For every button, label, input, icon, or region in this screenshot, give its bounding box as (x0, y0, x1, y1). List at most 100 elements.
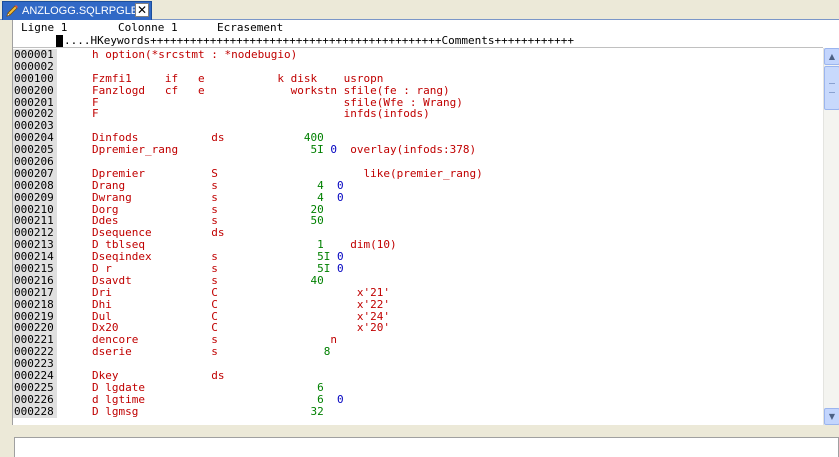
code-token: dserie s (92, 345, 324, 359)
scroll-up-button[interactable]: ▲ (824, 48, 839, 65)
source-line[interactable]: 000218 Dhi C x'22' (13, 297, 823, 311)
line-number: 000224 (13, 370, 57, 382)
source-line[interactable]: 000224 Dkey ds (13, 370, 823, 382)
source-line[interactable]: 000202 F infds(infods) (13, 107, 823, 121)
editor-status-bar: Ligne 1 Colonne 1 Ecrasement (13, 20, 839, 34)
line-code: Dorg s 20 (92, 203, 324, 216)
source-line[interactable]: 000208 Drang s 4 0 (13, 178, 823, 192)
code-token: 0 (323, 143, 338, 157)
code-token: overlay(infods:378) (337, 143, 477, 157)
scroll-thumb[interactable] (824, 66, 839, 110)
line-number: 000200 (13, 84, 57, 97)
close-icon[interactable]: ✕ (135, 3, 149, 17)
source-line[interactable]: 000225 D lgdate 6 (13, 380, 823, 394)
code-token: Dri C x'21' (92, 285, 391, 299)
editor-tab[interactable]: ANZLOGG.SQLRPGLE ✕ (2, 1, 152, 20)
line-number: 000207 (13, 168, 57, 180)
source-line[interactable]: 000216 Dsavdt s 40 (13, 274, 823, 287)
line-code: Dsequence ds (92, 227, 224, 239)
line-code: Fanzlogd cf e workstn sfile(fe : rang) (92, 84, 450, 97)
line-code: Dhi C x'22' (92, 297, 391, 311)
source-line[interactable]: 000213 D tblseq 1 dim(10) (13, 239, 823, 252)
code-token: 0 (323, 190, 344, 204)
code-token: F sfile(Wfe : Wrang) (92, 95, 463, 109)
line-number: 000202 (13, 108, 57, 121)
line-code: Ddes s 50 (92, 215, 324, 227)
line-number: 000208 (13, 179, 57, 192)
line-number: 000213 (13, 239, 57, 252)
ruler-cursor (56, 35, 63, 47)
code-token: Dhi C x'22' (92, 297, 391, 311)
line-number: 000218 (13, 298, 57, 311)
line-code: D lgmsg 32 (92, 404, 324, 418)
format-ruler: ....HKeywords+++++++++++++++++++++++++++… (13, 34, 823, 48)
code-token: F infds(infods) (92, 107, 430, 121)
line-code: D tblseq 1 dim(10) (92, 239, 397, 251)
line-code: dencore s n (92, 334, 337, 346)
line-number: 000217 (13, 286, 57, 299)
code-token: D lgdate (92, 380, 318, 394)
line-code: Dkey ds (92, 370, 224, 382)
code-token: 6 (317, 380, 324, 394)
code-token: Dseqindex s (92, 250, 318, 264)
line-number: 000201 (13, 96, 57, 109)
code-token: 400 (303, 131, 324, 145)
line-code: Dpremier S like(premier_rang) (92, 166, 483, 180)
code-token: 8 (323, 345, 331, 359)
line-number: 000001 (13, 49, 57, 61)
source-line[interactable]: 000206 (13, 156, 823, 168)
source-editor[interactable]: Ligne 1 Colonne 1 Ecrasement ....HKeywor… (12, 20, 839, 425)
line-number: 000225 (13, 382, 57, 394)
line-number: 000226 (13, 393, 57, 406)
ruler-text: ....HKeywords+++++++++++++++++++++++++++… (64, 34, 574, 47)
line-code: D r s 5I 0 (92, 263, 344, 275)
source-line[interactable]: 000200 Fanzlogd cf e workstn sfile(fe : r… (13, 84, 823, 97)
source-line[interactable]: 000201 F sfile(Wfe : Wrang) (13, 95, 823, 109)
line-code: Dul C x'24' (92, 310, 390, 323)
source-line[interactable]: 000217 Dri C x'21' (13, 285, 823, 299)
source-line[interactable]: 000207 Dpremier S like(premier_rang) (13, 166, 823, 180)
code-token: 1 (317, 238, 324, 252)
cursor-line-indicator: Ligne 1 (21, 21, 68, 34)
editor-tab-title: ANZLOGG.SQLRPGLE (22, 5, 139, 17)
source-line[interactable]: 000228 D lgmsg 32 (13, 404, 823, 418)
command-input-area[interactable] (14, 437, 839, 457)
source-line[interactable]: 000226 d lgtime 6 0 (13, 392, 823, 406)
source-line[interactable]: 000223 (13, 358, 823, 371)
line-code: Dsavdt s 40 (92, 274, 324, 287)
code-token: D lgmsg (92, 404, 311, 418)
source-line[interactable]: 000002 (13, 60, 823, 73)
code-token: Drang s (92, 178, 318, 192)
line-number: 000214 (13, 251, 57, 264)
code-token: 0 (323, 392, 344, 406)
code-token: 4 (317, 190, 324, 204)
source-line[interactable]: 000221 dencore s n (13, 334, 823, 347)
code-token: dim(10) (323, 238, 397, 252)
code-token: 32 (310, 404, 324, 418)
code-token: Dpremier S like(premier_rang) (92, 166, 483, 180)
line-number: 000228 (13, 405, 57, 418)
line-number: 000221 (13, 334, 57, 347)
line-number: 000209 (13, 191, 57, 204)
line-code: Drang s 4 0 (92, 178, 344, 192)
line-number: 000216 (13, 275, 57, 287)
code-token: Fzmfi1 if e k disk usropn (92, 71, 384, 85)
vertical-scrollbar[interactable]: ▲ ▼ (823, 48, 839, 425)
scroll-down-button[interactable]: ▼ (824, 408, 839, 425)
source-line[interactable]: 000203 (13, 120, 823, 133)
line-code: d lgtime 6 0 (92, 392, 344, 406)
